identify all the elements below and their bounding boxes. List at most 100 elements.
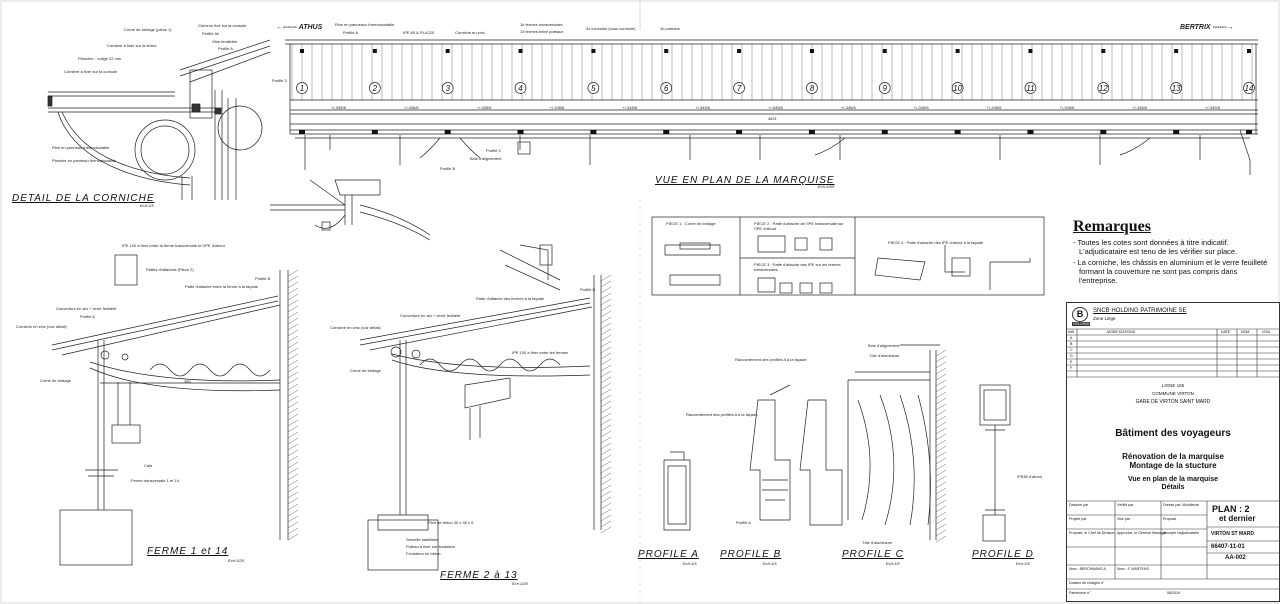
corniche-label: Rive en panneau thermoisolable — [52, 145, 110, 150]
ferme2-drawing — [359, 244, 602, 571]
sign-cell: Projeté par — [1069, 517, 1087, 521]
plan-number: PLAN : 2 — [1212, 504, 1250, 514]
drawing-code: AA-002 — [1225, 555, 1246, 561]
direction-right: BERTRIX ------→ — [1180, 24, 1234, 31]
profile-label: Bois d'alignement — [868, 343, 900, 348]
ferme2-label: Patte d'attache des fermes à la façade — [476, 296, 545, 301]
spacing-label: +/-345/6 — [1205, 105, 1221, 110]
sign-cell: Proposé, le Chef de Division — [1069, 531, 1115, 535]
bay-marker — [296, 82, 308, 94]
profile-label: Tôle d'aluminium — [869, 353, 900, 358]
plan-view — [285, 39, 1258, 175]
title-profile-a: PROFILE A — [638, 549, 699, 560]
scale-profile-a: Ech:1/5 — [683, 561, 697, 566]
commune-label: COMMUNE VIRTON — [1152, 391, 1194, 396]
ferme1-label: Ferme transversale 1 et 14 — [131, 478, 179, 483]
spacing-label: +/-345/6 — [1059, 105, 1075, 110]
ferme2-label: Fondation en béton — [406, 551, 441, 556]
subtitle-4: Détails — [1161, 484, 1185, 491]
bay-marker — [806, 82, 818, 94]
bay-marker — [878, 82, 891, 94]
spacing-label: +/-345/6 — [914, 105, 930, 110]
plan-top-label: Rive en panneaux thermoisolable — [335, 22, 395, 27]
piece-3-title: PIECE 3 : Patte d'attache des IPE sur le… — [754, 262, 841, 272]
spacing-label: +/-345/6 — [477, 105, 493, 110]
rev-header: IND. — [1068, 330, 1076, 334]
post-dot — [518, 49, 523, 53]
post-dot — [1028, 49, 1033, 53]
bay-number: 6 — [664, 84, 669, 93]
ferme1-label: Couverture en alu + verre feuilleté — [56, 306, 117, 311]
signer-name: Nom : F. MARTENS — [1117, 567, 1149, 571]
direction-left: ←------ ATHUS — [276, 24, 323, 31]
post-base — [1100, 130, 1107, 134]
plan-top-label: 1b fermes transversales — [520, 22, 563, 27]
plan-top-label: IPE 80 & PLA220 — [403, 30, 435, 35]
post-dot — [300, 49, 304, 53]
plan-post-dots — [299, 49, 1252, 134]
ferme1-label: IPE 100 à fixer entre la ferme transvers… — [122, 243, 225, 248]
post-dot — [591, 49, 596, 53]
rev-header: VISA — [1262, 330, 1271, 334]
post-dot — [1247, 49, 1251, 53]
post-base — [663, 130, 670, 134]
rev-header: MODIFICATIONS — [1107, 330, 1136, 334]
plan-bottom-label: Profilé B — [440, 166, 456, 171]
scale-corniche: Ech:1/5 — [140, 203, 154, 208]
bay-marker — [1024, 82, 1037, 94]
subtitle-2: Montage de la stucture — [1129, 461, 1217, 470]
spacing-label: +/-345/6 — [841, 105, 857, 110]
corniche-label: Profilé 4b — [202, 31, 219, 36]
scale-plan: Ech:1/50 — [818, 184, 834, 189]
spacing-label: +/-345/6 — [1132, 105, 1148, 110]
rev-row: B — [1070, 342, 1073, 346]
ferme1-label: Corne de bridage — [40, 378, 71, 383]
spacing-label: +/-345/6 — [331, 105, 347, 110]
bay-number: 9 — [883, 84, 888, 93]
title-block: B HOLDING SNCB HOLDING PATRIMOINE SE Zon… — [1066, 302, 1280, 602]
bay-number: 12 — [1099, 84, 1108, 93]
piece-2-title: PIECE 2 : Patte d'attache de l'IPE trans… — [754, 221, 844, 231]
ferme1-label: 380 — [184, 379, 191, 384]
corniche-label: Corne de bridage (pièce 1) — [124, 27, 172, 32]
building-title: Bâtiment des voyageurs — [1115, 428, 1231, 439]
rev-header: NOM — [1241, 330, 1250, 334]
corniche-label: Plancher - voligé 22 mm — [78, 56, 122, 61]
bay-marker — [660, 82, 673, 94]
profile-label: Raccordement des profilés A à la façade — [686, 412, 758, 417]
post-base — [517, 130, 524, 134]
sign-cell: Accepté l'adjudicataire — [1163, 531, 1199, 535]
plan-total: 4821 — [768, 116, 777, 121]
title-plan: VUE EN PLAN DE LA MARQUISE — [655, 175, 835, 186]
ferme2-label: Corne de bridage — [350, 368, 381, 373]
profile-label: Raccordement des profilés A à la façade — [735, 357, 807, 362]
corniche-label: Planche en panneau thermoisolable — [52, 158, 116, 163]
rev-row: A — [1070, 336, 1073, 340]
rev-row: C — [1070, 348, 1073, 352]
ferme2-hatch — [600, 274, 612, 534]
corniche-label: Vitre feuilletée — [212, 39, 238, 44]
scale-profile-b: Ech:1/5 — [763, 561, 777, 566]
bay-number: 8 — [810, 84, 815, 93]
spacing-label: +/-345/6 — [404, 105, 420, 110]
plan-top-label: 1b poteaux — [660, 26, 680, 31]
post-dot — [372, 49, 377, 53]
bay-number: 3 — [445, 84, 450, 93]
post-dot — [445, 49, 450, 53]
bay-marker — [1170, 82, 1183, 94]
subtitle-3: Vue en plan de la marquise — [1128, 476, 1218, 483]
spacing-label: +/-345/6 — [622, 105, 638, 110]
rev-row: D — [1070, 354, 1073, 358]
title-ferme1: FERME 1 et 14 — [147, 546, 229, 557]
post-dot — [955, 49, 960, 53]
scale-ferme1: Ech:1/20 — [228, 558, 244, 563]
bay-number: 5 — [591, 84, 596, 93]
sign-cell: Approuvé, le General Manager — [1117, 531, 1167, 535]
sncb-logo-icon: B — [1072, 307, 1088, 322]
sign-cell: Dressé par l'Architecte — [1163, 503, 1200, 507]
profile-label: Tôle d'aluminium — [862, 540, 893, 545]
post-dot — [1101, 49, 1106, 53]
rev-row: F — [1070, 366, 1073, 370]
title-profile-b: PROFILE B — [720, 549, 782, 560]
